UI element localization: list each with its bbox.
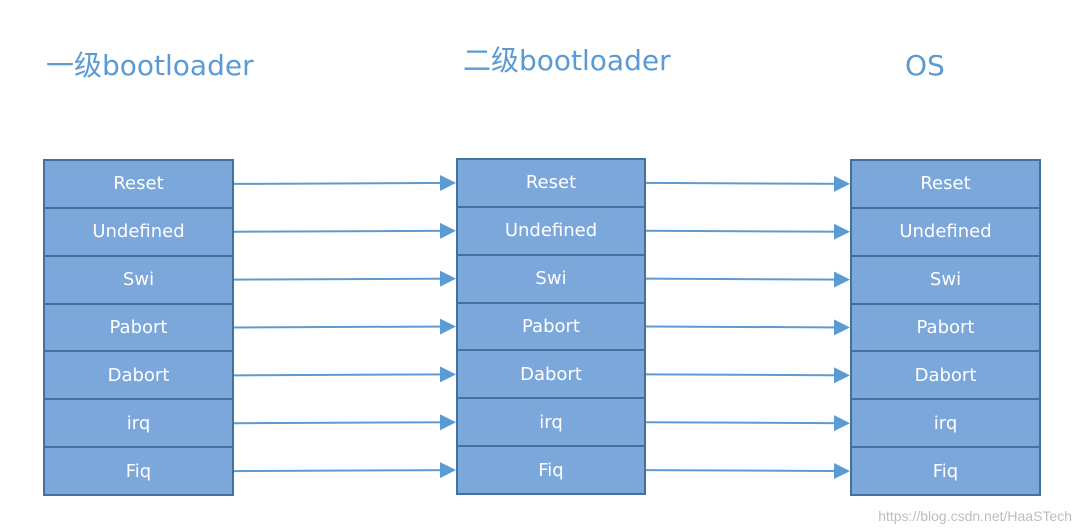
arrow-swi-stage2-to-stage3: [645, 271, 850, 288]
vector-cell-fiq: Fiq: [458, 447, 644, 493]
arrow-reset-stage2-to-stage3: [645, 175, 850, 192]
vector-cell-pabort: Pabort: [45, 304, 232, 351]
arrow-undefined-stage2-to-stage3: [645, 223, 850, 240]
vector-cell-undefined: Undefined: [458, 207, 644, 254]
arrow-pabort-stage2-to-stage3: [645, 319, 850, 336]
vector-cell-undefined: Undefined: [852, 208, 1039, 255]
vector-cell-reset: Reset: [458, 160, 644, 206]
vector-table-first-stage: Reset Undefined Swi Pabort Dabort irq Fi…: [43, 159, 234, 496]
vector-cell-fiq: Fiq: [852, 448, 1039, 494]
vector-cell-dabort: Dabort: [45, 352, 232, 399]
vector-cell-dabort: Dabort: [852, 352, 1039, 399]
arrow-undefined-stage1-to-stage2: [233, 222, 456, 239]
vector-cell-pabort: Pabort: [458, 303, 644, 350]
arrow-irq-stage1-to-stage2: [233, 414, 456, 431]
vector-table-os: Reset Undefined Swi Pabort Dabort irq Fi…: [850, 159, 1041, 496]
watermark: https://blog.csdn.net/HaaSTech: [878, 508, 1072, 524]
vector-cell-pabort: Pabort: [852, 304, 1039, 351]
column-title-second-stage-bootloader: 二级bootloader: [463, 44, 671, 77]
vector-cell-swi: Swi: [458, 255, 644, 302]
vector-cell-reset: Reset: [852, 161, 1039, 207]
arrow-dabort-stage1-to-stage2: [233, 366, 456, 383]
arrow-swi-stage1-to-stage2: [233, 270, 456, 287]
vector-cell-fiq: Fiq: [45, 448, 232, 494]
column-title-first-stage-bootloader: 一级bootloader: [46, 49, 254, 82]
vector-cell-irq: irq: [458, 399, 644, 446]
vector-cell-swi: Swi: [852, 256, 1039, 303]
arrow-reset-stage1-to-stage2: [233, 174, 456, 191]
arrow-irq-stage2-to-stage3: [645, 415, 850, 432]
vector-cell-undefined: Undefined: [45, 208, 232, 255]
vector-cell-dabort: Dabort: [458, 351, 644, 398]
arrow-dabort-stage2-to-stage3: [645, 367, 850, 384]
vector-cell-reset: Reset: [45, 161, 232, 207]
vector-table-second-stage: Reset Undefined Swi Pabort Dabort irq Fi…: [456, 158, 646, 495]
vector-cell-irq: irq: [852, 400, 1039, 447]
arrow-fiq-stage1-to-stage2: [233, 462, 456, 479]
arrow-pabort-stage1-to-stage2: [233, 318, 456, 335]
column-title-os: OS: [905, 49, 945, 82]
arrow-fiq-stage2-to-stage3: [645, 462, 850, 479]
vector-cell-irq: irq: [45, 400, 232, 447]
vector-cell-swi: Swi: [45, 256, 232, 303]
